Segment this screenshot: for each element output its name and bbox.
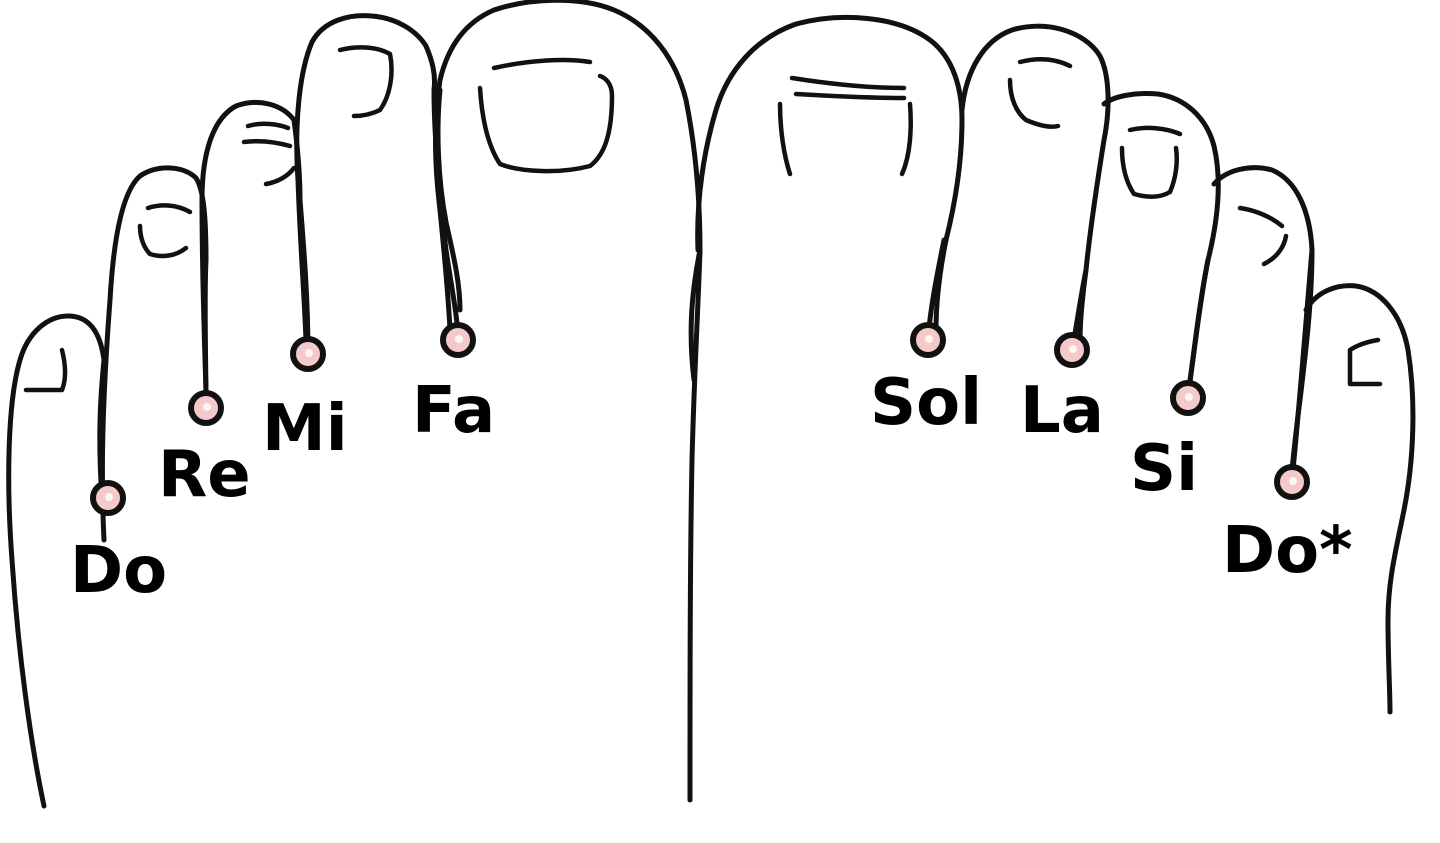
leader-re: [202, 257, 209, 411]
note-label-re: Re: [158, 438, 251, 512]
note-label-la: La: [1020, 374, 1104, 448]
note-point-do: [90, 480, 126, 516]
note-point-sol: [910, 322, 946, 358]
right-foot: [688, 14, 1416, 715]
note-point-do-star: [1274, 464, 1310, 500]
left-little-toe-nail: [23, 347, 68, 393]
right-big-toe-nail: [777, 75, 913, 177]
left-big-toe-nail: [477, 57, 615, 174]
right-big-toe-side: [688, 247, 703, 383]
right-little-toe-nail: [1347, 337, 1383, 387]
leader-do-star: [1289, 247, 1315, 483]
note-point-la: [1054, 332, 1090, 368]
note-label-do: Do: [70, 534, 167, 608]
note-label-mi: Mi: [262, 392, 348, 466]
leader-mi: [297, 197, 311, 357]
note-point-fa: [440, 322, 476, 358]
right-big-toe-outline: [695, 14, 965, 333]
note-point-re: [188, 390, 224, 426]
leader-fa: [431, 87, 461, 343]
left-big-toe-side: [435, 87, 463, 313]
note-label-si: Si: [1130, 432, 1198, 506]
leader-do: [97, 357, 107, 503]
note-label-sol: Sol: [870, 366, 982, 440]
left-second-toe-nail: [337, 45, 394, 119]
left-foot: [6, 0, 703, 809]
note-label-fa: Fa: [412, 374, 495, 448]
note-labels: Do Re Mi Fa Sol La Si Do*: [70, 366, 1353, 608]
note-label-do-star: Do*: [1222, 514, 1353, 588]
left-third-toe-nail: [241, 121, 297, 187]
right-second-toe-nail: [1007, 57, 1073, 129]
note-point-si: [1170, 380, 1206, 416]
right-third-toe-nail: [1119, 125, 1183, 199]
left-fourth-toe-nail: [137, 203, 193, 259]
right-fourth-toe-nail: [1237, 205, 1289, 267]
right-little-toe-outline: [1303, 283, 1416, 715]
note-point-mi: [290, 336, 326, 372]
left-little-toe-outline: [6, 313, 107, 809]
note-points: [90, 322, 1310, 516]
